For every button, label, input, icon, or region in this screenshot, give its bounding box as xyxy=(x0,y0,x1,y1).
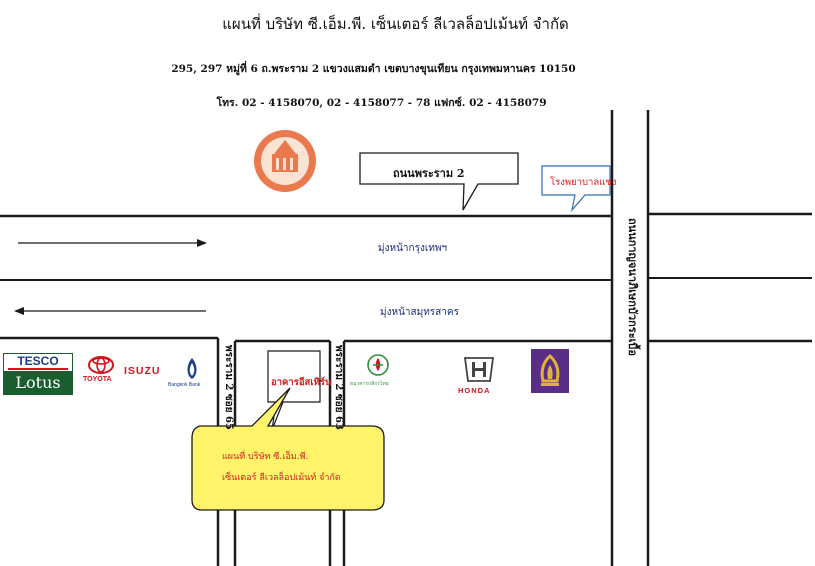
cross-road-label: ถนนกาญจนาภิเษกบัวกระเบื้อ xyxy=(626,218,639,356)
tesco-lotus-logo: TESCO Lotus xyxy=(3,353,73,395)
callout-line-1: แผนที่ บริษัท ซี.เอ็ม.พี. xyxy=(222,452,309,462)
kasikorn-bank-label: ธนาคารกสิกรไทย xyxy=(350,381,389,387)
toyota-icon xyxy=(88,356,114,374)
toyota-label: TOYOTA xyxy=(83,376,112,383)
kasikorn-bank-icon xyxy=(367,354,389,376)
arrow-to-samut-sakhon-head xyxy=(14,307,24,315)
building-box-shape xyxy=(267,350,321,431)
government-seal-icon xyxy=(254,130,316,192)
honda-icon xyxy=(463,357,495,382)
road-name-callout-shape xyxy=(359,152,519,211)
page-title: แผนที่ บริษัท ซี.เอ็ม.พี. เซ็นเตอร์ ลีเว… xyxy=(222,15,569,33)
honda-label: HONDA xyxy=(458,386,491,395)
company-callout-shape xyxy=(191,387,385,511)
company-phone: โทร. 02 - 4158070, 02 - 4158077 - 78 แฟก… xyxy=(216,97,547,109)
callout-line-2: เซ็นเตอร์ ลีเวลล็อปเม้นท์ จำกัด xyxy=(222,473,341,483)
main-road-label: ถนนพระราม 2 xyxy=(393,167,465,180)
soi63-label: พระราม 2 ซอย 63 xyxy=(333,345,344,430)
bangkok-bank-icon xyxy=(187,358,197,379)
factory-label: โรงพยาบาลแซง xyxy=(550,177,617,188)
building-label: อาคารอีสเทิร์น xyxy=(271,377,332,388)
bangkok-bank-label: Bangkok Bank xyxy=(168,382,201,388)
soi65-label: พระราม 2 ซอย 65 xyxy=(223,345,234,430)
arrow-to-bangkok-head xyxy=(197,239,207,247)
scb-logo-icon xyxy=(531,349,569,393)
direction-samut-sakhon-label: มุ่งหน้าสมุทรสาคร xyxy=(380,307,459,318)
direction-bangkok-label: มุ่งหน้ากรุงเทพฯ xyxy=(378,243,448,254)
isuzu-logo: ISUZU xyxy=(124,365,161,377)
factory-callout-shape xyxy=(541,165,611,213)
company-address: 295, 297 หมู่ที่ 6 ถ.พระราม 2 แขวงแสมดำ … xyxy=(171,63,576,75)
